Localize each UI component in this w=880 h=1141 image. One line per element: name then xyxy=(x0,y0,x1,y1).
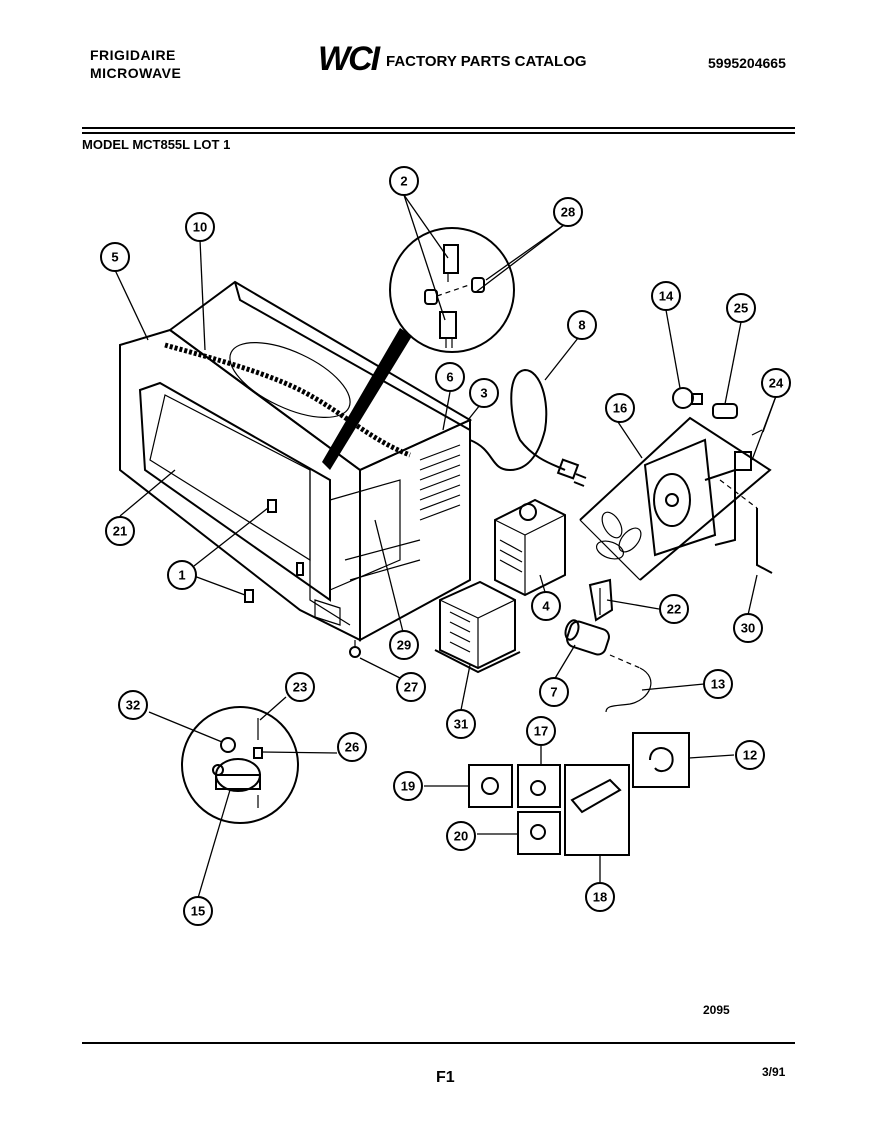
svg-text:18: 18 xyxy=(593,890,607,905)
leader-lines xyxy=(114,194,777,899)
wci-logo: WCI xyxy=(318,40,380,78)
model-line: MODEL MCT855L LOT 1 xyxy=(82,137,231,152)
callout-24: 24 xyxy=(761,368,791,398)
date-code: 3/91 xyxy=(762,1065,786,1079)
catalog-title: FACTORY PARTS CATALOG xyxy=(386,53,587,70)
svg-text:29: 29 xyxy=(397,638,411,653)
diagram-ref: 2095 xyxy=(703,1003,730,1017)
callout-28: 28 xyxy=(553,197,583,227)
callout-29: 29 xyxy=(389,630,419,660)
callout-23: 23 xyxy=(285,672,315,702)
callout-2: 2 xyxy=(389,166,419,196)
svg-text:15: 15 xyxy=(191,904,205,919)
callout-30: 30 xyxy=(733,613,763,643)
svg-text:28: 28 xyxy=(561,205,575,220)
callout-18: 18 xyxy=(585,882,615,912)
callout-1: 1 xyxy=(167,560,197,590)
callout-6: 6 xyxy=(435,362,465,392)
svg-text:25: 25 xyxy=(734,301,748,316)
svg-text:16: 16 xyxy=(613,401,627,416)
callout-27: 27 xyxy=(396,672,426,702)
svg-text:19: 19 xyxy=(401,779,415,794)
callout-16: 16 xyxy=(605,393,635,423)
brand-line-2: MICROWAVE xyxy=(90,65,182,81)
svg-text:14: 14 xyxy=(659,289,674,304)
power-cord-drawing xyxy=(469,368,587,487)
control-parts-drawing xyxy=(468,732,690,856)
callout-25: 25 xyxy=(726,293,756,323)
cabinet-drawing xyxy=(119,280,473,658)
callout-22: 22 xyxy=(659,594,689,624)
svg-text:22: 22 xyxy=(667,602,681,617)
transformer-drawing xyxy=(434,580,521,674)
callout-10: 10 xyxy=(185,212,215,242)
callout-14: 14 xyxy=(651,281,681,311)
svg-text:3: 3 xyxy=(480,386,487,401)
svg-text:6: 6 xyxy=(446,370,453,385)
callout-21: 21 xyxy=(105,516,135,546)
header-rules xyxy=(82,127,795,1044)
interlock-switch-detail xyxy=(322,227,515,470)
svg-text:4: 4 xyxy=(542,599,550,614)
callout-15: 15 xyxy=(183,896,213,926)
callout-19: 19 xyxy=(393,771,423,801)
svg-text:23: 23 xyxy=(293,680,307,695)
callout-12: 12 xyxy=(735,740,765,770)
svg-text:7: 7 xyxy=(550,685,557,700)
callout-17: 17 xyxy=(526,716,556,746)
catalog-number: 5995204665 xyxy=(708,55,786,71)
svg-text:17: 17 xyxy=(534,724,548,739)
svg-text:5: 5 xyxy=(111,250,118,265)
svg-text:2: 2 xyxy=(400,174,407,189)
page-label: F1 xyxy=(436,1069,455,1086)
callout-20: 20 xyxy=(446,821,476,851)
callout-7: 7 xyxy=(539,677,569,707)
svg-text:10: 10 xyxy=(193,220,207,235)
callout-8: 8 xyxy=(567,310,597,340)
callout-13: 13 xyxy=(703,669,733,699)
svg-text:26: 26 xyxy=(345,740,359,755)
callout-26: 26 xyxy=(337,732,367,762)
callout-5: 5 xyxy=(100,242,130,272)
callout-31: 31 xyxy=(446,709,476,739)
svg-text:20: 20 xyxy=(454,829,468,844)
svg-text:32: 32 xyxy=(126,698,140,713)
callout-32: 32 xyxy=(118,690,148,720)
svg-text:30: 30 xyxy=(741,621,755,636)
magnetron-drawing xyxy=(494,498,566,597)
callout-3: 3 xyxy=(469,378,499,408)
svg-text:1: 1 xyxy=(178,568,185,583)
fan-assembly-drawing xyxy=(579,387,773,581)
svg-text:21: 21 xyxy=(113,524,127,539)
svg-text:8: 8 xyxy=(578,318,585,333)
svg-text:13: 13 xyxy=(711,677,725,692)
svg-text:27: 27 xyxy=(404,680,418,695)
svg-text:31: 31 xyxy=(454,717,468,732)
capacitor-drawing xyxy=(564,578,652,713)
thermostat-detail xyxy=(181,706,299,824)
callout-4: 4 xyxy=(531,591,561,621)
brand-line-1: FRIGIDAIRE xyxy=(90,47,176,63)
svg-text:12: 12 xyxy=(743,748,757,763)
svg-text:24: 24 xyxy=(769,376,784,391)
